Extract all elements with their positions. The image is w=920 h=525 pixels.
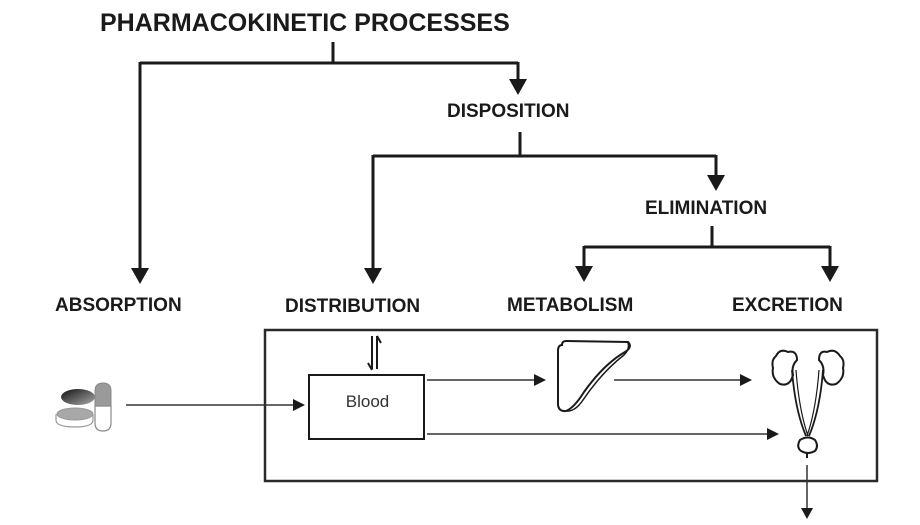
arrowhead-into-liver — [534, 374, 546, 386]
node-elimination: ELIMINATION — [645, 198, 768, 219]
flow-arrows — [126, 379, 808, 508]
arrowhead-elimination — [707, 175, 725, 191]
arrowhead-out — [801, 508, 813, 519]
node-excretion: EXCRETION — [732, 295, 843, 316]
kidneys-bladder-icon — [771, 349, 845, 458]
connector-title — [138, 42, 520, 270]
diagram-title: PHARMACOKINETIC PROCESSES — [100, 9, 510, 37]
connector-elimination — [582, 226, 832, 268]
node-absorption: ABSORPTION — [55, 295, 182, 316]
node-distribution: DISTRIBUTION — [285, 296, 421, 317]
arrowhead-absorption — [131, 268, 149, 284]
arrowhead-into-kidneys-top — [740, 374, 752, 386]
blood-label: Blood — [345, 392, 390, 411]
arrowhead-excretion — [821, 266, 839, 282]
arrowhead-disposition — [509, 79, 527, 95]
arrowhead-into-kidneys-bottom — [767, 428, 779, 440]
blood-box — [308, 374, 425, 440]
liver-icon — [557, 339, 631, 413]
equilibrium-arrows-icon — [367, 335, 382, 371]
node-disposition: DISPOSITION — [447, 101, 570, 122]
pills-icon — [55, 382, 112, 432]
arrowhead-distribution — [364, 268, 382, 284]
connector-disposition — [371, 132, 718, 270]
node-metabolism: METABOLISM — [507, 295, 634, 316]
arrowhead-into-blood — [293, 399, 305, 411]
arrowhead-metabolism — [575, 266, 593, 282]
